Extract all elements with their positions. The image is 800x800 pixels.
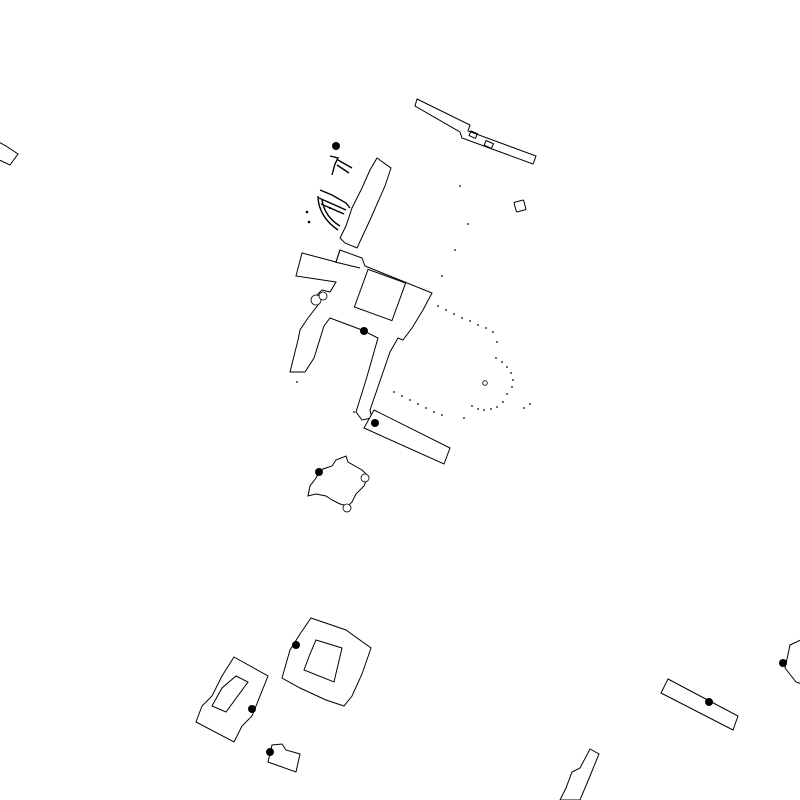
building-top-long-court-2: [483, 139, 495, 150]
fountain-ring[interactable]: [482, 380, 488, 386]
building-bottom-courtyard[interactable]: [281, 617, 372, 707]
path-dot: [496, 406, 498, 408]
path-dot: [506, 366, 508, 368]
building-top-long-court-1: [468, 130, 479, 140]
path-dot: [506, 393, 508, 395]
building-bottom-courtyard-inner: [303, 639, 343, 683]
building-central-courtyard: [353, 268, 407, 322]
building-edge-right[interactable]: [784, 638, 800, 685]
path-dot: [461, 317, 463, 319]
poi-marker-cross[interactable]: [315, 468, 323, 476]
path-dot: [433, 411, 435, 413]
path-dot: [463, 417, 465, 419]
path-dot: [492, 331, 494, 333]
building-bottom-right-long[interactable]: [660, 678, 739, 731]
path-dot: [441, 414, 443, 416]
poi-marker-bottom-left[interactable]: [248, 705, 256, 713]
poi-marker-courtyard[interactable]: [292, 641, 300, 649]
poi-marker-edge-right[interactable]: [779, 659, 787, 667]
poi-marker-bottom-right[interactable]: [705, 698, 713, 706]
monument-rail-2: [320, 203, 345, 215]
path-dot: [453, 313, 455, 315]
path-dot: [441, 275, 443, 277]
building-bottom-left-inner: [211, 675, 249, 713]
monument-bar-2: [336, 164, 350, 174]
path-dot: [477, 324, 479, 326]
path-dot: [459, 185, 461, 187]
building-central-partition: [334, 261, 361, 269]
path-dot: [469, 320, 471, 322]
path-dot: [417, 403, 419, 405]
path-dot: [425, 407, 427, 409]
building-north-wing[interactable]: [339, 157, 392, 249]
path-dot: [495, 357, 497, 359]
path-dot: [467, 223, 469, 225]
building-central-turret: [318, 291, 328, 301]
path-dot: [393, 391, 395, 393]
monument-rail-1: [318, 197, 347, 211]
path-dot: [409, 399, 411, 401]
monument-bracket: [329, 155, 340, 176]
path-dot: [501, 361, 503, 363]
monument-point-3: [328, 206, 332, 210]
building-central-block[interactable]: [289, 249, 433, 421]
building-south-east-wing[interactable]: [363, 409, 451, 465]
poi-marker-bottom-small[interactable]: [266, 748, 274, 756]
path-dot: [512, 379, 514, 381]
path-dot: [353, 411, 355, 413]
path-dot: [401, 395, 403, 397]
path-dot: [490, 408, 492, 410]
building-bottom-left[interactable]: [195, 656, 269, 743]
monument-detail: [305, 142, 353, 231]
building-bottom-strip[interactable]: [559, 748, 600, 800]
monument-arc-2: [321, 199, 341, 227]
monument-bar-1: [337, 159, 353, 169]
monument-point-1: [305, 210, 309, 214]
path-dot: [529, 403, 531, 405]
building-cross-turret-2: [342, 503, 352, 513]
building-central-partition-2: [335, 249, 341, 263]
building-central-tower: [310, 294, 322, 306]
building-cross-turret-1: [360, 473, 370, 483]
building-bottom-small[interactable]: [267, 743, 301, 773]
path-dot: [502, 401, 504, 403]
building-edge-top-left[interactable]: [0, 140, 19, 166]
path-dot: [510, 372, 512, 374]
path-dot: [483, 409, 485, 411]
path-dot: [437, 305, 439, 307]
monument-marker[interactable]: [332, 142, 340, 150]
dotted-path-group: [296, 185, 531, 419]
monument-point-2: [307, 220, 311, 224]
path-dot: [496, 341, 498, 343]
building-cross[interactable]: [307, 455, 369, 507]
monument-arc-1: [317, 195, 339, 231]
building-top-long[interactable]: [414, 98, 537, 165]
poi-marker-south-wing[interactable]: [371, 419, 379, 427]
poi-marker-central[interactable]: [360, 327, 368, 335]
building-small-square[interactable]: [513, 199, 527, 213]
path-dot: [511, 386, 513, 388]
path-dot: [445, 309, 447, 311]
path-dot: [523, 407, 525, 409]
path-dot: [454, 249, 456, 251]
monument-arc-frame: [319, 189, 351, 209]
path-dot: [485, 327, 487, 329]
path-dot: [471, 405, 473, 407]
path-dot: [296, 381, 298, 383]
path-dot: [477, 408, 479, 410]
